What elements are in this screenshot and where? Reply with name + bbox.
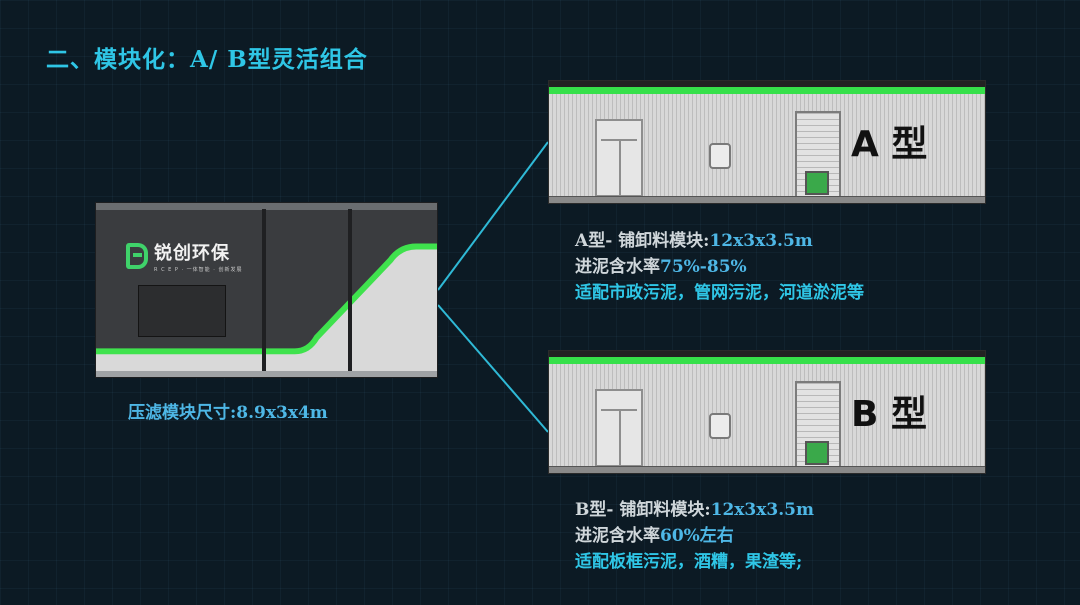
press-panel-divider (348, 209, 352, 373)
container-roof (549, 351, 985, 357)
container-machine-bin (805, 171, 829, 195)
container-b-description: B型- 铺卸料模块:12x3x3.5m 进泥含水率60%左右 适配板框污泥，酒糟… (575, 497, 814, 575)
spec-prefix: A型- 铺卸料模块: (575, 231, 710, 251)
press-module-caption: 压滤模块尺寸:8.9x3x4m (128, 403, 328, 423)
moisture-line: 进泥含水率60%左右 (575, 523, 814, 549)
press-base (96, 371, 437, 377)
moisture-value: 60%左右 (660, 526, 734, 546)
brand-logo: 锐创环保 R C E P · 一体智能 · 创新发展 (126, 239, 242, 273)
container-fixture (709, 413, 731, 439)
container-type-label: B 型 (851, 394, 927, 435)
brand-slogan: R C E P · 一体智能 · 创新发展 (154, 267, 243, 273)
container-floor (549, 466, 985, 473)
container-green-stripe (549, 357, 985, 364)
brand-name: 锐创环保 (154, 243, 230, 264)
page-title: 二、模块化：A/ B型灵活组合 (46, 46, 368, 73)
container-roof (549, 81, 985, 87)
application-line: 适配市政污泥，管网污泥，河道淤泥等 (575, 283, 864, 303)
moisture-prefix: 进泥含水率 (575, 257, 660, 277)
brand-logo-icon (126, 243, 148, 269)
spec-prefix: B型- 铺卸料模块: (575, 500, 711, 520)
press-module-image: 锐创环保 R C E P · 一体智能 · 创新发展 (95, 202, 438, 378)
control-screen (138, 285, 226, 337)
press-panel-divider (262, 209, 266, 373)
container-type-label: A 型 (851, 124, 928, 165)
spec-size: 12x3x3.5m (709, 231, 813, 251)
moisture-line: 进泥含水率75%-85% (575, 254, 864, 280)
container-floor (549, 196, 985, 203)
moisture-prefix: 进泥含水率 (575, 526, 660, 546)
container-fixture (709, 143, 731, 169)
container-a-description: A型- 铺卸料模块:12x3x3.5m 进泥含水率75%-85% 适配市政污泥，… (575, 228, 864, 306)
spec-line: B型- 铺卸料模块:12x3x3.5m (575, 497, 814, 523)
container-b-image: B 型 (548, 350, 986, 474)
application-line: 适配板框污泥，酒糟，果渣等; (575, 552, 803, 572)
connector-line-b (437, 304, 549, 433)
press-top-bar (96, 203, 437, 210)
spec-size: 12x3x3.5m (710, 500, 814, 520)
moisture-value: 75%-85% (660, 257, 747, 277)
container-green-stripe (549, 87, 985, 94)
container-door (595, 119, 643, 197)
spec-line: A型- 铺卸料模块:12x3x3.5m (575, 228, 864, 254)
connector-line-a (437, 141, 549, 291)
container-machine-bin (805, 441, 829, 465)
container-door (595, 389, 643, 467)
container-a-image: A 型 (548, 80, 986, 204)
